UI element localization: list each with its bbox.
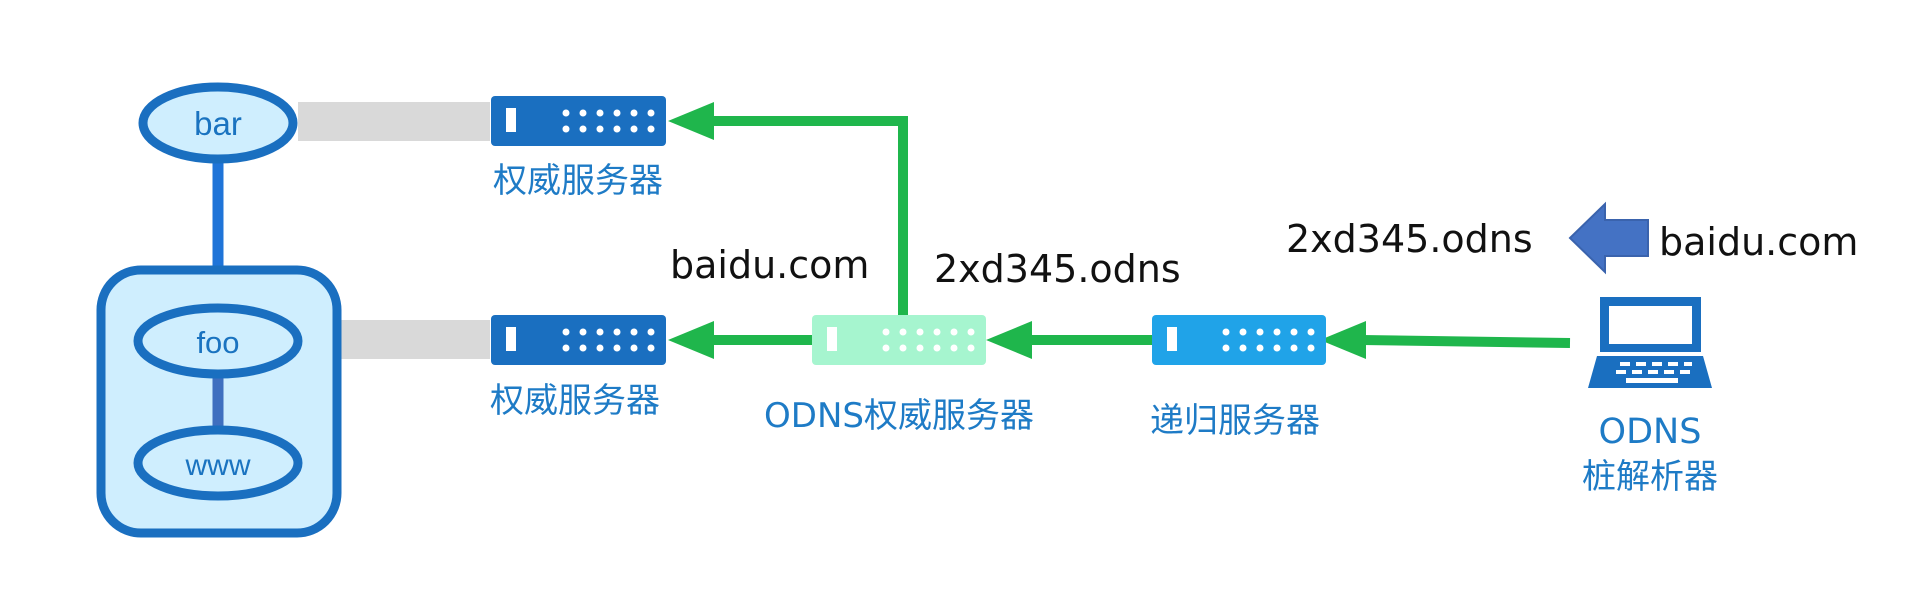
auth-server-mid-label: 权威服务器 bbox=[490, 381, 660, 421]
query-odns-right: 2xd345.odns bbox=[1286, 217, 1533, 261]
recursive-server-label: 递归服务器 bbox=[1150, 401, 1320, 441]
arrowhead-auth-mid bbox=[668, 321, 714, 359]
arrowhead-recursive bbox=[1320, 321, 1366, 359]
client-to-recursive-arrow bbox=[1361, 335, 1571, 348]
client-label-line2: 桩解析器 bbox=[1582, 457, 1718, 497]
query-baidu-left: baidu.com bbox=[670, 243, 869, 287]
left-arrow-icon bbox=[1568, 201, 1649, 275]
odns-auth-server bbox=[812, 315, 986, 365]
arrowhead-auth-top bbox=[668, 102, 714, 140]
bar-connector bbox=[298, 102, 490, 141]
auth-server-top bbox=[491, 96, 666, 146]
arrows bbox=[711, 116, 1571, 348]
arrowheads bbox=[668, 102, 1366, 359]
client-label-line1: ODNS bbox=[1599, 412, 1702, 452]
recursive-server bbox=[1152, 315, 1326, 365]
zone-bar: bar bbox=[138, 82, 298, 164]
query-baidu-right: baidu.com bbox=[1659, 220, 1858, 264]
zone-bar-label: bar bbox=[194, 105, 242, 142]
auth-server-top-label: 权威服务器 bbox=[493, 161, 663, 201]
zone-foo-label: foo bbox=[196, 325, 239, 360]
query-odns-middle: 2xd345.odns bbox=[934, 247, 1181, 291]
arrowhead-odns bbox=[986, 321, 1032, 359]
zone-foo: foo bbox=[133, 303, 303, 379]
auth-server-mid bbox=[491, 315, 666, 365]
zone-www-label: www bbox=[185, 449, 251, 482]
odns-to-auth-top-arrow bbox=[711, 116, 908, 318]
zone-www: www bbox=[133, 425, 303, 501]
laptop-icon bbox=[1588, 297, 1712, 388]
odns-auth-server-label: ODNS权威服务器 bbox=[764, 396, 1034, 436]
